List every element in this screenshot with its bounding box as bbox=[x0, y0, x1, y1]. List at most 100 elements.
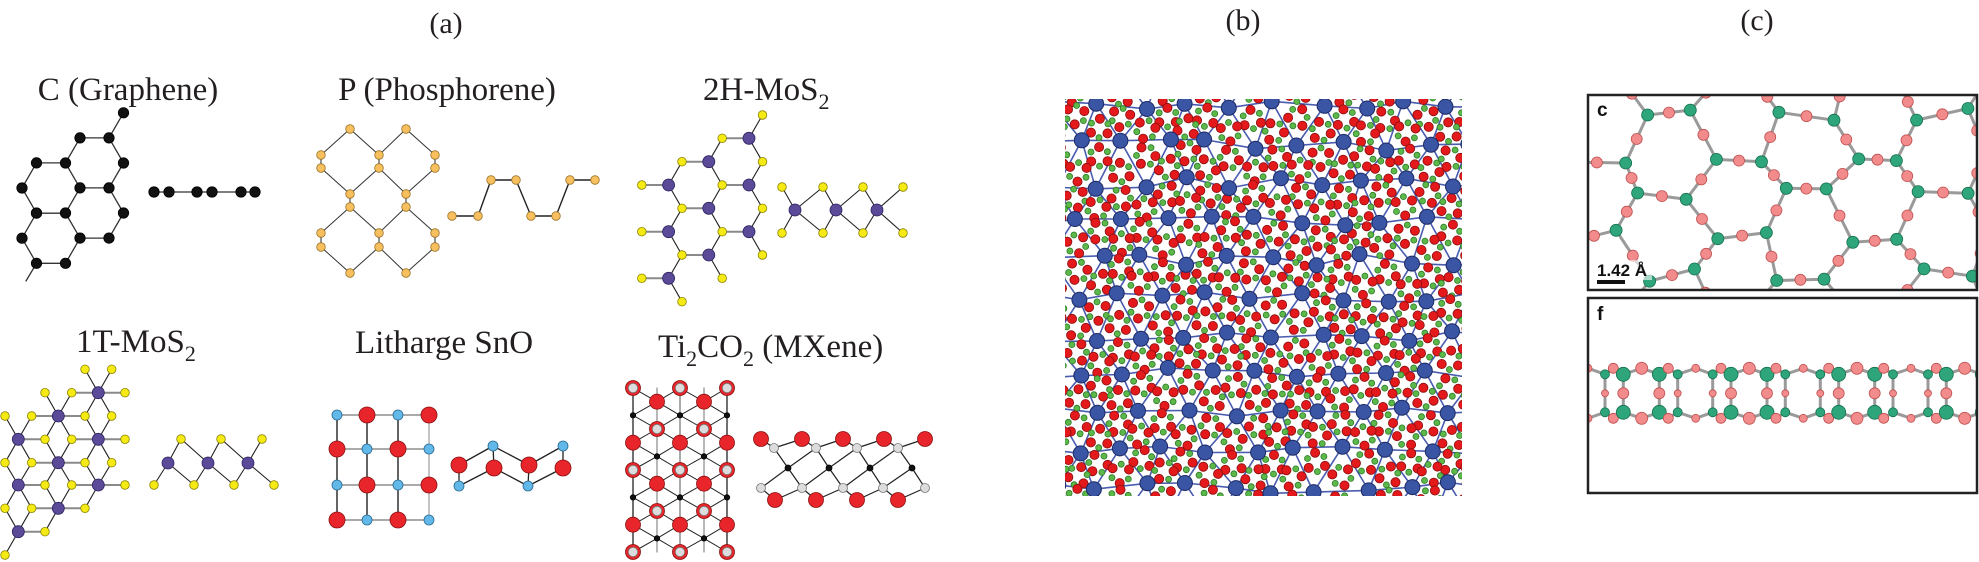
silicon-atom bbox=[1118, 357, 1126, 365]
tin-atom bbox=[423, 514, 435, 526]
silicon-atom bbox=[1473, 480, 1479, 486]
metal-atom bbox=[1488, 176, 1503, 191]
oxygen-atom bbox=[1518, 425, 1527, 434]
oxygen-atom bbox=[1090, 217, 1101, 228]
oxygen-atom bbox=[1589, 364, 1593, 373]
oxygen-atom bbox=[1287, 489, 1298, 496]
oxygen-atom bbox=[1556, 363, 1566, 373]
silicon-atom bbox=[1328, 341, 1336, 349]
sulfur-atom bbox=[0, 411, 10, 421]
silicon-atom bbox=[1451, 376, 1459, 384]
silicon-atom bbox=[1367, 503, 1373, 509]
oxygen-atom bbox=[1260, 397, 1271, 408]
silicon-atom bbox=[1619, 156, 1633, 170]
silicon-atom bbox=[1001, 310, 1007, 316]
silicon-atom bbox=[1056, 424, 1062, 430]
silicon-atom bbox=[1236, 268, 1244, 276]
metal-atom bbox=[1073, 367, 1090, 384]
silicon-atom bbox=[1524, 418, 1530, 424]
oxygen-atom bbox=[1393, 223, 1404, 234]
phosphorus-atom bbox=[374, 163, 384, 173]
silicon-atom bbox=[1331, 403, 1339, 411]
title-subscript: 2 bbox=[819, 89, 830, 114]
oxygen-atom bbox=[1282, 506, 1291, 515]
oxygen-atom bbox=[1312, 272, 1323, 283]
oxygen-atom bbox=[981, 156, 990, 165]
silicon-atom bbox=[1498, 83, 1504, 89]
silicon-atom bbox=[1288, 170, 1295, 178]
silicon-atom bbox=[1319, 423, 1326, 431]
silicon-atom bbox=[1394, 360, 1402, 368]
silicon-atom bbox=[1705, 0, 1717, 8]
phosphorus-atom bbox=[345, 268, 355, 278]
bond bbox=[1492, 489, 1533, 494]
silicon-atom bbox=[1206, 404, 1214, 412]
sno-structure bbox=[328, 406, 572, 529]
oxygen-atom bbox=[1293, 353, 1304, 364]
silicon-atom bbox=[1158, 157, 1165, 165]
silicon-atom bbox=[1439, 351, 1446, 359]
metal-atom bbox=[1331, 523, 1346, 538]
silicon-atom bbox=[1047, 222, 1053, 228]
oxygen-atom bbox=[1222, 428, 1233, 439]
oxygen-atom bbox=[1395, 279, 1406, 290]
silicon-atom bbox=[1087, 227, 1095, 235]
bond bbox=[1716, 391, 1766, 395]
silicon-atom bbox=[1542, 341, 1554, 353]
phosphorus-atom bbox=[345, 202, 355, 212]
metal-atom bbox=[1202, 61, 1217, 76]
oxygen-atom bbox=[1415, 79, 1424, 88]
oxygen-atom bbox=[1499, 376, 1508, 385]
metal-atom bbox=[1221, 180, 1237, 197]
oxygen-atom bbox=[1126, 270, 1137, 281]
silicon-atom bbox=[1060, 514, 1066, 520]
silicon-atom bbox=[1080, 414, 1088, 422]
silicon-atom bbox=[1478, 394, 1484, 400]
metal-atom bbox=[1110, 518, 1125, 533]
oxygen-atom bbox=[992, 123, 1001, 132]
oxygen-atom bbox=[1241, 229, 1252, 240]
oxygen-atom bbox=[1268, 161, 1279, 172]
oxygen-atom bbox=[1389, 377, 1400, 388]
oxygen-atom bbox=[1289, 234, 1300, 245]
silicon-atom bbox=[1209, 313, 1217, 320]
oxygen-atom bbox=[1527, 315, 1536, 324]
silicon-atom bbox=[1398, 424, 1406, 432]
silicon-atom bbox=[1204, 181, 1212, 188]
silicon-atom bbox=[1284, 205, 1292, 213]
silicon-atom bbox=[1013, 360, 1019, 366]
silicon-atom bbox=[1218, 203, 1226, 210]
bond bbox=[842, 467, 871, 489]
oxygen-atom bbox=[1019, 165, 1028, 174]
silicon-atom bbox=[1124, 475, 1132, 483]
silicon-atom bbox=[985, 103, 991, 109]
silicon-atom bbox=[1505, 507, 1511, 513]
oxygen-atom bbox=[1434, 167, 1445, 178]
oxygen-atom bbox=[1760, 326, 1771, 337]
metal-atom bbox=[1272, 402, 1289, 419]
oxygen-atom bbox=[1213, 468, 1224, 479]
oxygen-atom bbox=[1695, 13, 1706, 24]
silicon-atom bbox=[1284, 418, 1291, 426]
silicon-atom bbox=[1419, 197, 1426, 205]
oxygen-atom bbox=[1492, 502, 1501, 511]
silicon-atom bbox=[1026, 175, 1032, 181]
oxygen-atom bbox=[1175, 446, 1186, 457]
oxygen-atom bbox=[1288, 324, 1299, 335]
silicon-atom bbox=[993, 410, 999, 416]
bond bbox=[994, 221, 1034, 226]
sulfur-atom bbox=[677, 156, 687, 167]
oxygen-atom bbox=[1101, 375, 1112, 386]
silicon-atom bbox=[981, 259, 987, 265]
silicon-atom bbox=[1304, 171, 1312, 178]
metal-atom bbox=[1244, 518, 1259, 533]
oxygen-atom bbox=[1691, 413, 1701, 423]
silicon-atom bbox=[1412, 433, 1420, 440]
silicon-atom bbox=[1313, 299, 1320, 307]
oxygen-atom bbox=[1340, 386, 1351, 397]
oxygen-atom bbox=[1409, 225, 1420, 236]
oxygen-atom bbox=[1322, 351, 1333, 362]
oxygen-atom bbox=[1146, 83, 1155, 92]
oxygen-atom bbox=[1488, 441, 1497, 450]
silicon-atom bbox=[1502, 387, 1508, 393]
